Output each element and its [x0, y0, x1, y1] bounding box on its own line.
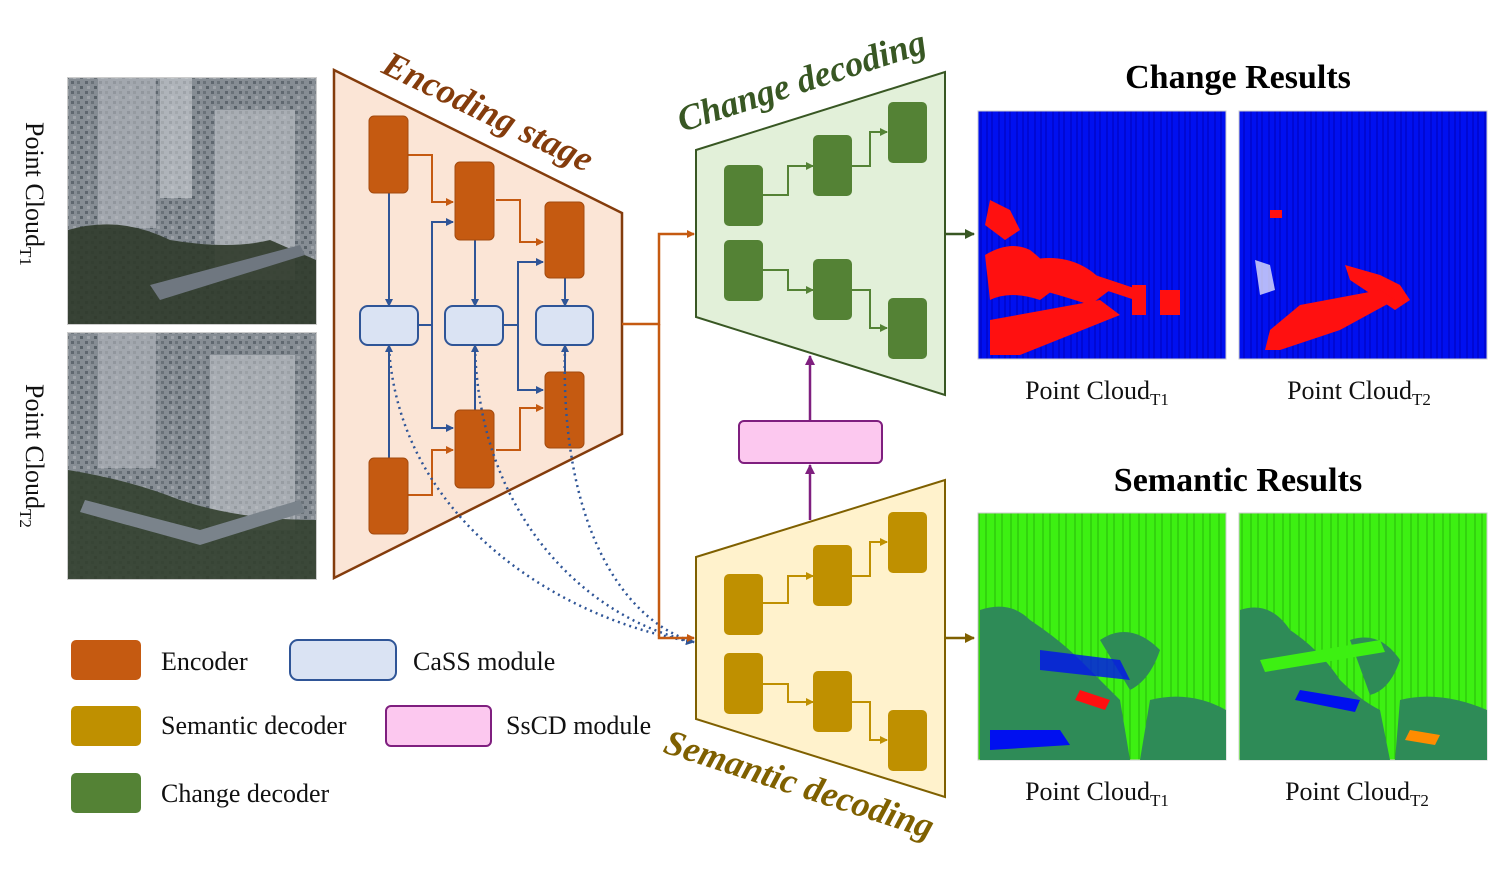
- legend: Encoder CaSS module Semantic decoder SsC…: [71, 639, 651, 813]
- change-results-title: Change Results: [1125, 59, 1351, 96]
- semantic-result-label-t1: Point CloudT1: [1025, 777, 1169, 810]
- semantic-results-title: Semantic Results: [1114, 462, 1362, 499]
- legend-semantic-decoder-label: Semantic decoder: [161, 711, 347, 740]
- encoder-block: [368, 115, 409, 194]
- legend-change-decoder-swatch: [71, 773, 141, 813]
- cass-connections: [385, 193, 569, 458]
- semantic-decoder-connections: [763, 538, 888, 744]
- change-decoder-block: [813, 259, 852, 320]
- semantic-decoder-block: [724, 653, 763, 714]
- encoder-block: [544, 201, 585, 279]
- semantic-result-t2: [1238, 512, 1488, 761]
- semantic-decoder-block: [724, 574, 763, 635]
- encoder-block: [544, 371, 585, 449]
- cass-block: [359, 305, 419, 346]
- change-decoder-block: [888, 298, 927, 359]
- cass-block: [535, 305, 594, 346]
- cass-to-semantic-dotted: [387, 347, 695, 646]
- semantic-decoder-block: [813, 545, 852, 606]
- semantic-result-label-t2: Point CloudT2: [1285, 777, 1429, 810]
- semantic-decoder-block: [888, 512, 927, 573]
- cass-block: [444, 305, 504, 346]
- change-result-t1: [977, 110, 1227, 360]
- change-decoder-connections: [763, 128, 888, 332]
- encoder-block: [454, 161, 495, 241]
- encoder-blocks: [368, 115, 585, 535]
- change-decoder-blocks: [724, 102, 927, 359]
- sscd-module-block: [738, 420, 883, 464]
- legend-sscd-swatch: [385, 705, 492, 747]
- legend-cass-swatch: [289, 639, 397, 681]
- encoder-connections: [408, 154, 544, 496]
- semantic-decoding-panel: [695, 478, 946, 799]
- legend-cass-label: CaSS module: [413, 647, 555, 676]
- encoder-output-arrows: [622, 230, 695, 642]
- encoder-block: [368, 457, 409, 535]
- input-point-cloud-t1: [67, 77, 317, 325]
- change-decoder-block: [724, 165, 763, 226]
- legend-sscd-label: SsCD module: [506, 711, 651, 740]
- legend-semantic-decoder-swatch: [71, 706, 141, 746]
- legend-change-decoder-label: Change decoder: [161, 779, 330, 808]
- legend-encoder-swatch: [71, 640, 141, 680]
- change-decoding-panel: [695, 70, 946, 397]
- input-label-t2: Point CloudT2: [16, 384, 49, 528]
- input-label-t1: Point CloudT1: [16, 122, 49, 266]
- change-result-label-t1: Point CloudT1: [1025, 376, 1169, 409]
- change-result-t2: [1238, 110, 1488, 360]
- input-point-cloud-t2: [67, 332, 317, 580]
- change-result-label-t2: Point CloudT2: [1287, 376, 1431, 409]
- semantic-result-t1: [977, 512, 1227, 761]
- legend-encoder-label: Encoder: [161, 647, 248, 676]
- semantic-decoder-block: [813, 671, 852, 732]
- change-decoder-block: [888, 102, 927, 163]
- encoder-block: [454, 409, 495, 489]
- cass-blocks: [359, 305, 594, 346]
- semantic-decoder-block: [888, 710, 927, 771]
- change-decoder-block: [813, 135, 852, 196]
- semantic-decoder-blocks: [724, 512, 927, 771]
- change-decoder-block: [724, 240, 763, 301]
